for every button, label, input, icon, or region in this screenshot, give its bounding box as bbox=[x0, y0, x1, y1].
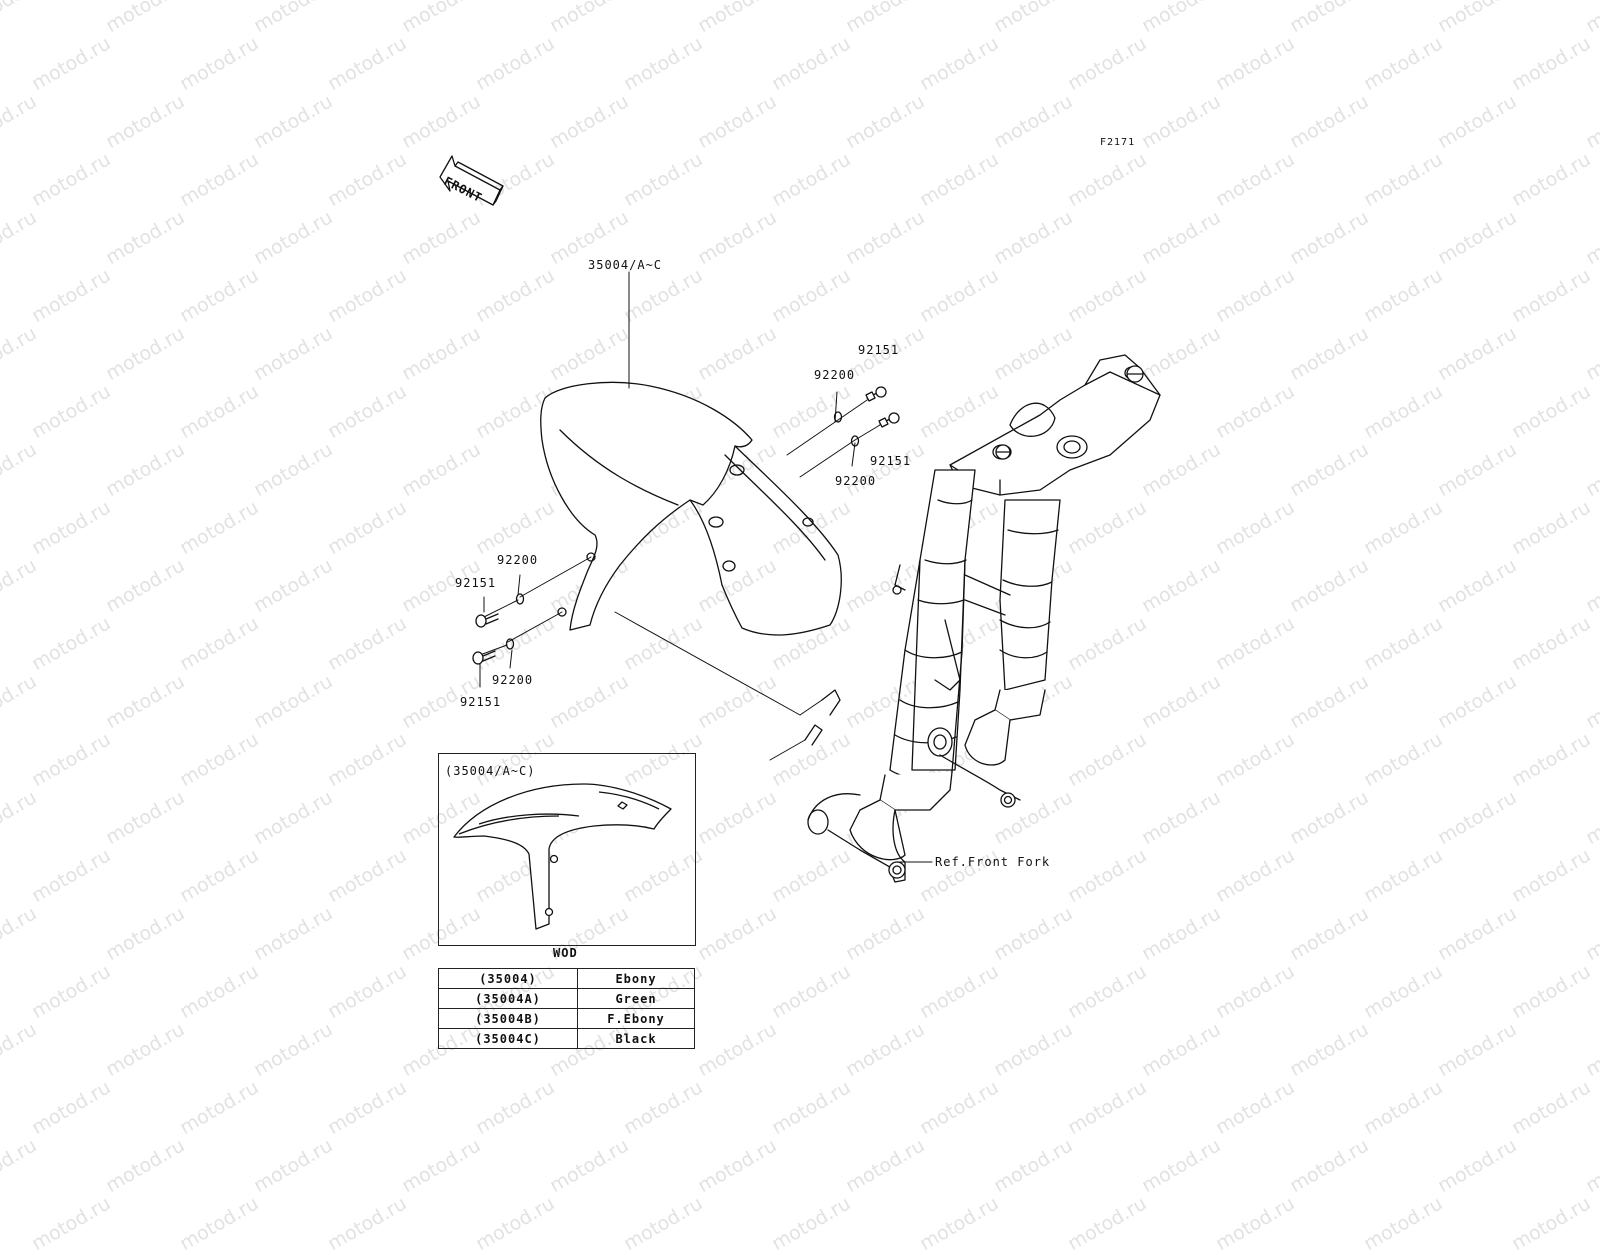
variant-color: F.Ebony bbox=[577, 1008, 695, 1029]
variant-code: (35004) bbox=[438, 968, 578, 989]
inset-fender-drawing bbox=[453, 783, 672, 930]
watermark-text: motod.ru bbox=[1360, 1192, 1447, 1255]
variant-color: Black bbox=[577, 1028, 695, 1049]
label-washer-top-2: 92200 bbox=[835, 474, 877, 488]
watermark-text: motod.ru bbox=[620, 1192, 707, 1255]
watermark-text: motod.ru bbox=[1508, 1192, 1595, 1255]
bolt-top-1-icon bbox=[865, 386, 887, 402]
inset-title: (35004/A~C) bbox=[445, 764, 536, 778]
watermark-text: motod.ru bbox=[324, 1192, 411, 1255]
label-bolt-top-1: 92151 bbox=[858, 343, 900, 357]
watermark-text: motod.ru bbox=[768, 1192, 855, 1255]
variant-code: (35004B) bbox=[438, 1008, 578, 1029]
table-row: (35004B) F.Ebony bbox=[438, 1008, 695, 1029]
label-bolt-left-1: 92151 bbox=[455, 576, 497, 590]
front-fender bbox=[540, 381, 842, 636]
bolt-left-1-icon bbox=[475, 613, 499, 628]
leader-lines bbox=[479, 271, 933, 863]
variant-code: (35004C) bbox=[438, 1028, 578, 1049]
variant-color: Ebony bbox=[577, 968, 695, 989]
label-washer-top-1: 92200 bbox=[814, 368, 856, 382]
label-washer-left-2: 92200 bbox=[492, 673, 534, 687]
parts-diagram bbox=[439, 155, 1161, 883]
label-bolt-top-2: 92151 bbox=[870, 454, 912, 468]
table-row: (35004) Ebony bbox=[438, 968, 695, 989]
watermark-text: motod.ru bbox=[176, 1192, 263, 1255]
watermark-text: motod.ru bbox=[916, 1192, 1003, 1255]
watermark-text: motod.ru bbox=[28, 1192, 115, 1255]
table-row: (35004A) Green bbox=[438, 988, 695, 1009]
front-arrow-icon bbox=[439, 155, 504, 206]
table-row: (35004C) Black bbox=[438, 1028, 695, 1049]
inset-frame: (35004/A~C) bbox=[438, 753, 696, 946]
color-variant-table: (35004) Ebony (35004A) Green (35004B) F.… bbox=[438, 968, 695, 1049]
variant-color: Green bbox=[577, 988, 695, 1009]
washer-left-2-icon bbox=[505, 638, 515, 650]
inset-caption: WOD bbox=[553, 946, 578, 960]
label-fender: 35004/A~C bbox=[588, 258, 663, 272]
washer-top-1-icon bbox=[833, 411, 843, 423]
front-fork-assembly bbox=[804, 354, 1161, 883]
label-washer-left-1: 92200 bbox=[497, 553, 539, 567]
bolt-left-2-icon bbox=[472, 650, 496, 665]
washer-top-2-icon bbox=[850, 435, 860, 447]
watermark-text: motod.ru bbox=[1212, 1192, 1299, 1255]
bolt-top-2-icon bbox=[878, 412, 900, 428]
watermark-text: motod.ru bbox=[472, 1192, 559, 1255]
label-ref-front-fork: Ref.Front Fork bbox=[935, 855, 1051, 869]
label-bolt-left-2: 92151 bbox=[460, 695, 502, 709]
watermark-text: motod.ru bbox=[1064, 1192, 1151, 1255]
figure-code: F2171 bbox=[1100, 137, 1136, 148]
variant-code: (35004A) bbox=[438, 988, 578, 1009]
washer-left-1-icon bbox=[515, 593, 525, 605]
